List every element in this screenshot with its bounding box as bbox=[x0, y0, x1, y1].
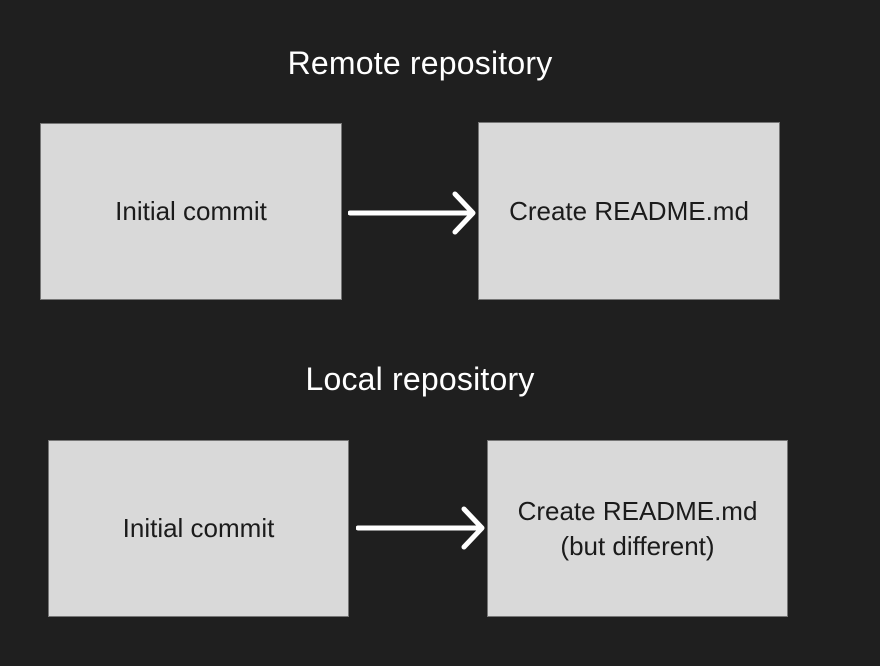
local-repository-title: Local repository bbox=[305, 361, 535, 397]
local-create-readme-node: Create README.md (but different) bbox=[487, 440, 788, 617]
remote-create-readme-node: Create README.md bbox=[478, 122, 780, 300]
remote-repository-title: Remote repository bbox=[287, 45, 553, 81]
arrow-right-icon bbox=[356, 506, 485, 550]
node-label: Initial commit bbox=[122, 513, 275, 543]
node-label: Create README.md bbox=[517, 495, 758, 526]
arrow-right-icon bbox=[348, 191, 476, 235]
local-initial-commit-node: Initial commit bbox=[48, 440, 349, 617]
remote-initial-commit-node: Initial commit bbox=[40, 123, 342, 300]
node-label-line2: (but different) bbox=[560, 530, 715, 561]
node-label: Initial commit bbox=[115, 196, 267, 226]
node-label: Create README.md bbox=[509, 195, 749, 226]
